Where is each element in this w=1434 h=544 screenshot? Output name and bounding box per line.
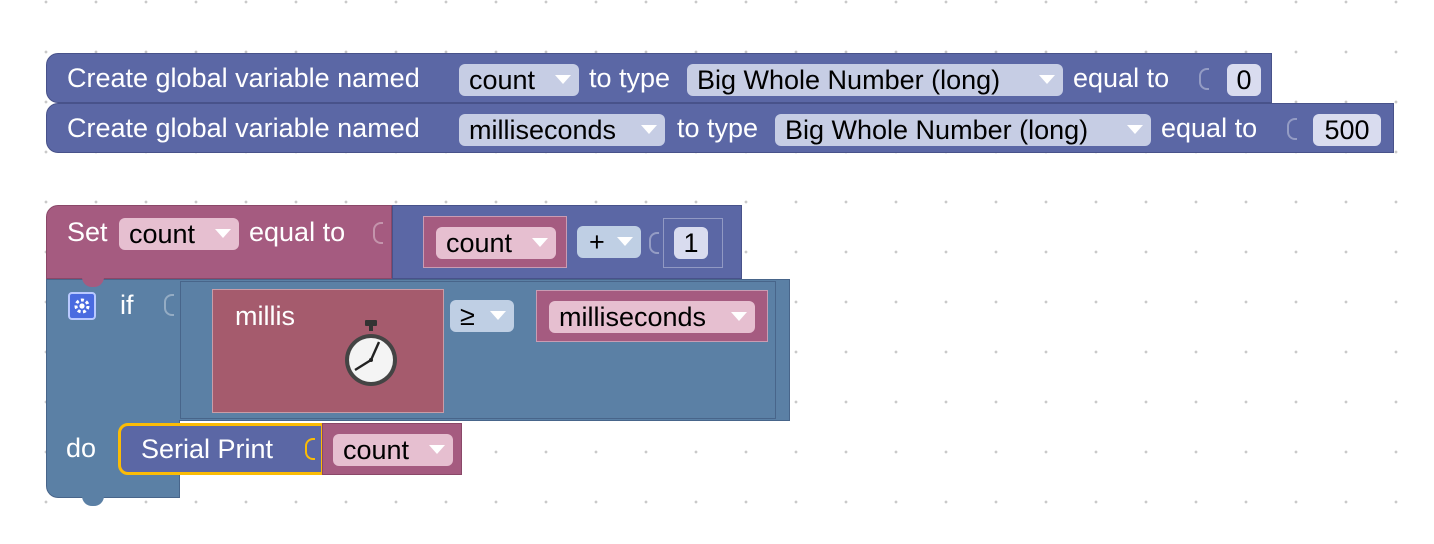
type-dropdown[interactable]: Big Whole Number (long) (687, 64, 1063, 96)
to-type-label: to type (677, 113, 759, 143)
variable-getter-count-serial[interactable]: count (322, 423, 462, 475)
global-variable-block-count[interactable]: Create global variable named count to ty… (46, 53, 1272, 103)
variable-getter-count[interactable]: count (423, 216, 567, 268)
do-label: do (66, 433, 97, 463)
if-label: if (120, 290, 134, 320)
if-block-bottom-tab (82, 496, 104, 506)
variable-dropdown[interactable]: count (333, 434, 453, 466)
to-type-label: to type (589, 63, 671, 93)
variable-name-dropdown[interactable]: milliseconds (459, 114, 665, 146)
equal-to-label: equal to (1161, 113, 1258, 143)
variable-dropdown[interactable]: count (436, 227, 556, 259)
operator-dropdown[interactable]: + (577, 226, 641, 258)
chevron-down-icon (429, 445, 445, 454)
chevron-down-icon (555, 75, 571, 84)
input-socket (305, 438, 315, 460)
value-field[interactable]: 0 (1227, 64, 1261, 96)
global-variable-block-milliseconds[interactable]: Create global variable named millisecond… (46, 103, 1394, 153)
input-socket (1287, 118, 1297, 140)
input-socket (649, 232, 659, 254)
type-dropdown[interactable]: Big Whole Number (long) (775, 114, 1151, 146)
chevron-down-icon (1039, 75, 1055, 84)
chevron-down-icon (731, 312, 747, 321)
stopwatch-icon (345, 320, 397, 386)
millis-block[interactable]: millis (212, 289, 444, 413)
variable-dropdown[interactable]: milliseconds (549, 301, 755, 333)
input-socket (164, 294, 174, 316)
equal-to-label: equal to (249, 217, 346, 247)
number-block[interactable]: 1 (663, 218, 723, 268)
variable-getter-milliseconds[interactable]: milliseconds (536, 290, 768, 342)
create-global-label: Create global variable named (67, 113, 420, 143)
chevron-down-icon (641, 125, 657, 134)
chevron-down-icon (617, 237, 633, 246)
chevron-down-icon (490, 311, 506, 320)
chevron-down-icon (215, 229, 231, 238)
variable-name-dropdown[interactable]: count (459, 64, 579, 96)
millis-label: millis (235, 301, 295, 331)
create-global-label: Create global variable named (67, 63, 420, 93)
number-field[interactable]: 1 (674, 227, 708, 259)
set-block-bottom-tab (82, 277, 104, 287)
set-label: Set (67, 217, 108, 247)
set-block[interactable]: Set count equal to (46, 205, 392, 279)
comparator-dropdown[interactable]: ≥ (450, 300, 514, 332)
chevron-down-icon (1127, 125, 1143, 134)
math-block[interactable]: count + 1 (392, 205, 742, 279)
serial-print-label: Serial Print (141, 434, 274, 464)
equal-to-label: equal to (1073, 63, 1170, 93)
gear-glyph (74, 298, 90, 314)
input-socket (1199, 68, 1209, 90)
input-socket (373, 222, 383, 244)
serial-print-block[interactable]: Serial Print (118, 423, 324, 475)
gear-icon[interactable] (68, 292, 96, 320)
variable-dropdown[interactable]: count (119, 218, 239, 250)
value-field[interactable]: 500 (1313, 114, 1381, 146)
chevron-down-icon (532, 238, 548, 247)
